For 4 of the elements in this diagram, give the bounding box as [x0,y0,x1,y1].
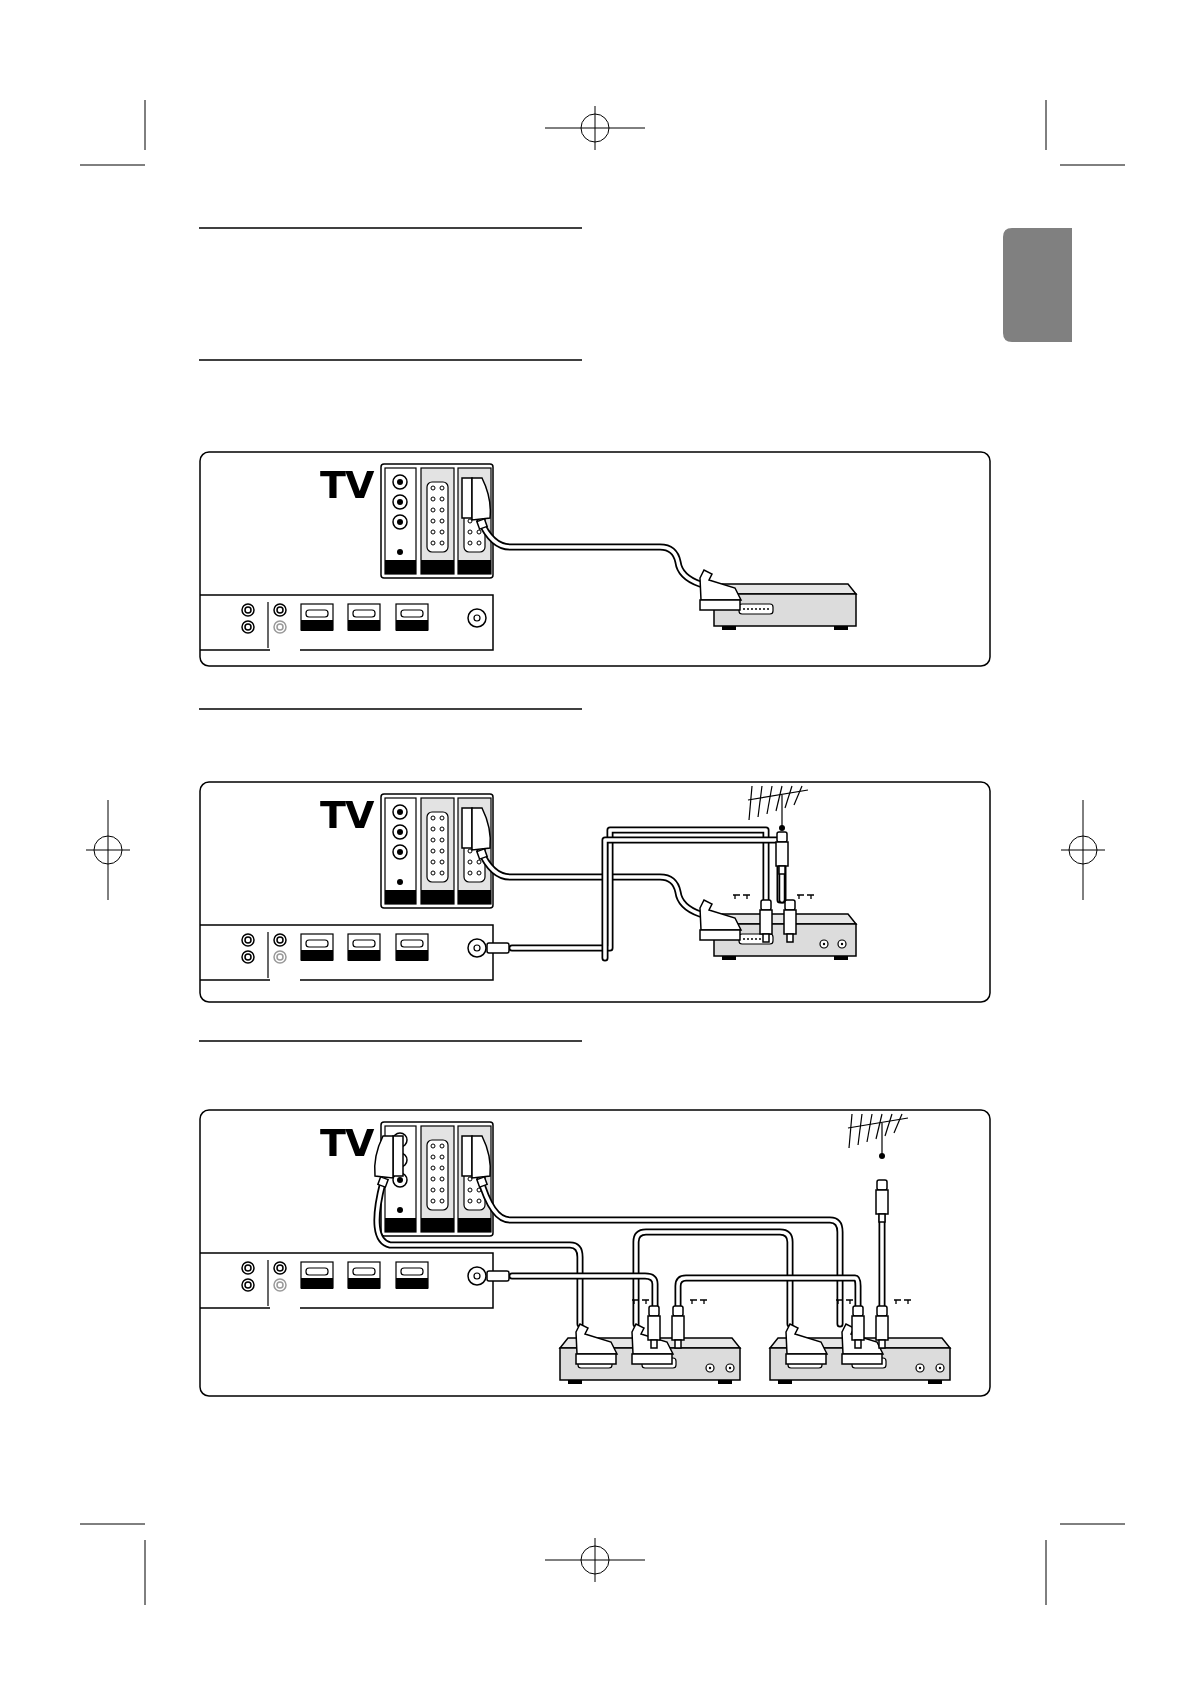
side-tab [1003,228,1072,342]
device-label: TV [320,796,374,834]
device-label: TV [320,1124,374,1162]
device-label: TV [320,466,374,504]
